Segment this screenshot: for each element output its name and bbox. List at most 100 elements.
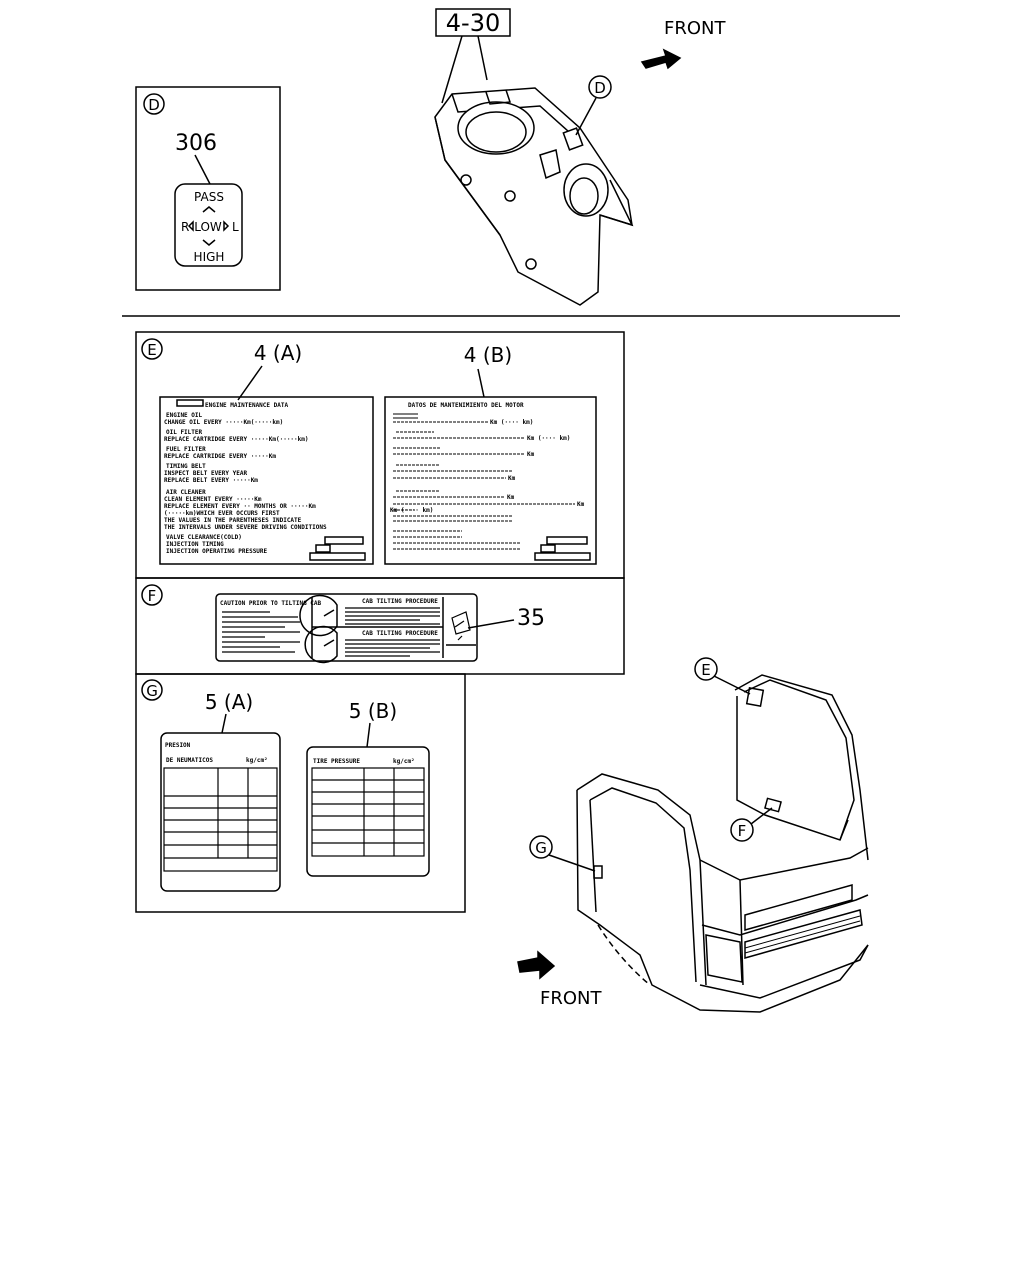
- callout-d-text: D: [594, 79, 606, 97]
- label-4a-title: ENGINE MAINTENANCE DATA: [205, 402, 288, 409]
- maint-line: INJECTION OPERATING PRESSURE: [166, 548, 268, 555]
- mount-hole: [460, 174, 472, 186]
- maint-line: REPLACE CARTRIDGE EVERY ·····Km(·····km): [164, 436, 309, 443]
- maint-line: ENGINE OIL: [166, 412, 203, 419]
- wheel-arch-hidden: [597, 924, 651, 986]
- front-arrow-icon: [640, 48, 682, 70]
- cab-roof-edge: [734, 674, 869, 861]
- headlight: [705, 934, 743, 983]
- stalk-boss-inner: [569, 177, 599, 215]
- maint-line: INSPECT BELT EVERY YEAR: [164, 470, 247, 477]
- callout-g-text: G: [535, 839, 547, 857]
- tilting-title-1: CAB TILTING PROCEDURE: [362, 598, 438, 605]
- value-box: [309, 552, 366, 561]
- cab-tilt-pictogram-icon: [451, 611, 471, 641]
- gauge-needle: [323, 639, 335, 647]
- callout-circle-g: [529, 835, 553, 859]
- leader-line: [441, 35, 463, 104]
- panel-f: F CAUTION PRIOR TO TILTING CAB CAB TILTI…: [135, 577, 625, 675]
- door-edge: [589, 799, 597, 913]
- switch-low: LOW: [194, 220, 222, 234]
- switch-high: HIGH: [194, 250, 225, 264]
- stalk-arm: [599, 179, 634, 227]
- label-4b-units: Km (···· km) Km (···· km) Km Km Km Km Km…: [390, 419, 585, 514]
- maint-line: CHANGE OIL EVERY ·····Km(·····km): [164, 419, 283, 426]
- switch-edge: [434, 116, 501, 236]
- leader-line: [237, 365, 263, 401]
- label-5b-unit: kg/cm²: [393, 758, 415, 765]
- value-box: [534, 552, 591, 561]
- door-frame-outer: [576, 773, 707, 986]
- front-label-bottom: FRONT: [540, 988, 602, 1009]
- up-caret-icon: [202, 206, 216, 213]
- cab-lower-body: [576, 789, 869, 1013]
- leader-line: [713, 675, 751, 695]
- engine-maintenance-label: [159, 396, 374, 565]
- steering-column-switch-assembly: 4-30 D FRONT: [434, 8, 726, 306]
- datos-mantenimiento-label: [384, 396, 597, 565]
- bumper-line: [699, 944, 869, 999]
- maint-line: CLEAN ELEMENT EVERY ·····Km: [164, 496, 262, 503]
- label-5a-ref: 5 (A): [205, 690, 253, 714]
- right-arrow-icon: [223, 220, 230, 232]
- leader-line: [194, 154, 211, 185]
- column-bore: [457, 101, 535, 155]
- maint-line: OIL FILTER: [166, 429, 203, 436]
- maint-line: REPLACE ELEMENT EVERY ·· MONTHS OR ·····…: [164, 503, 316, 510]
- front-label-top: FRONT: [664, 18, 726, 39]
- door-frame-inner: [589, 787, 697, 983]
- cab-front-line: [701, 894, 869, 936]
- left-arrow-icon: [187, 220, 194, 232]
- label-5b-ref: 5 (B): [349, 699, 397, 723]
- tire-pressure-label-spanish: [160, 732, 281, 892]
- mount-hole: [504, 190, 516, 202]
- unit-text: Km: [577, 501, 585, 508]
- unit-text: Km (···· km): [390, 507, 433, 514]
- label-4b-text-lines: [393, 413, 575, 550]
- maint-line: AIR CLEANER: [166, 489, 206, 496]
- label-5b-title: TIRE PRESSURE: [313, 758, 360, 765]
- label-4a-ref: 4 (A): [254, 341, 302, 365]
- tilt-gauge-icon: [304, 625, 338, 664]
- label-5a-title-1: PRESION: [165, 742, 191, 749]
- cab-rear-window-frame: [736, 696, 849, 841]
- maint-line: FUEL FILTER: [166, 446, 206, 453]
- leader-line: [575, 97, 597, 136]
- unit-text: Km: [508, 475, 516, 482]
- value-box: [324, 536, 364, 545]
- panel-f-frame: [135, 577, 625, 675]
- tire-pressure-table-a: [163, 767, 278, 872]
- leader-line: [477, 35, 488, 81]
- switch-pass: PASS: [194, 190, 224, 204]
- unit-text: Km: [527, 451, 535, 458]
- callout-f-text: F: [738, 822, 747, 840]
- leader-line: [467, 619, 515, 629]
- stalk-tab: [539, 149, 561, 180]
- value-box: [540, 544, 556, 553]
- maint-line: INJECTION TIMING: [166, 541, 224, 548]
- panel-f-badge: [141, 584, 163, 606]
- column-bore-inner: [465, 111, 527, 153]
- leader-line: [366, 722, 371, 748]
- front-grille-upper: [744, 884, 853, 931]
- label-5a-unit: kg/cm²: [246, 757, 268, 764]
- callout-circle-f: [730, 818, 754, 842]
- tilting-title-2: CAB TILTING PROCEDURE: [362, 630, 438, 637]
- front-grille-lower: [744, 909, 863, 959]
- label-g-location: [593, 865, 603, 879]
- label-4b-ref: 4 (B): [464, 343, 512, 367]
- panel-g: G 5 (A) PRESION DE NEUMATICOS kg/cm² 5 (…: [135, 673, 466, 913]
- panel-g-id: G: [146, 682, 158, 700]
- maint-line: THE INTERVALS UNDER SEVERE DRIVING CONDI…: [164, 524, 327, 531]
- leader-line: [750, 807, 773, 825]
- switch-position-label: [174, 183, 243, 267]
- cab-front-corner: [739, 879, 744, 986]
- label-4b-title: DATOS DE MANTENIMIENTO DEL MOTOR: [408, 402, 524, 409]
- part-number-306: 306: [175, 131, 217, 156]
- value-box: [315, 544, 331, 553]
- caution-title: CAUTION PRIOR TO TILTING CAB: [220, 600, 322, 607]
- tire-pressure-table-b: [311, 767, 425, 857]
- part-number-35: 35: [517, 606, 545, 631]
- cab-rear-opening: [743, 679, 855, 841]
